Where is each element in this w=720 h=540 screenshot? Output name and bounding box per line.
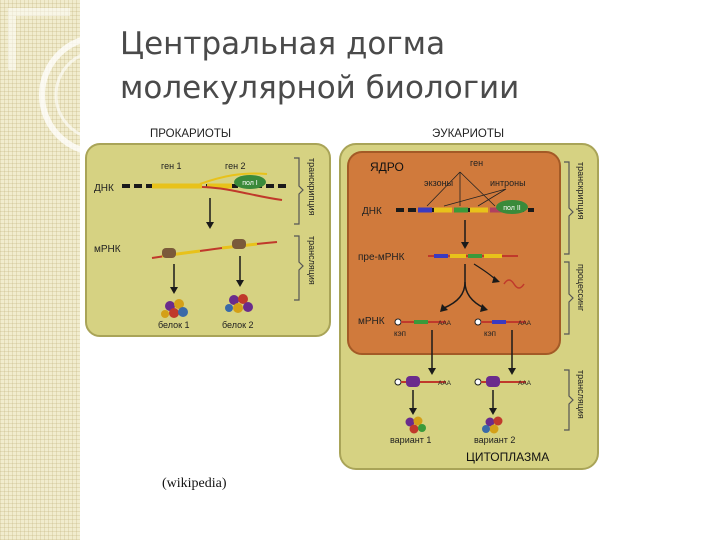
euk-ribosome-2-icon bbox=[486, 376, 500, 387]
euk-arrowhead-intron-removal bbox=[492, 276, 500, 283]
prok-translation-label: трансляция bbox=[307, 236, 317, 285]
euk-cytoplasm-label: ЦИТОПЛАЗМА bbox=[466, 450, 549, 464]
central-dogma-figure: ПРОКАРИОТЫ ген 1 ген 2 ДНК пол I мРНК бе… bbox=[85, 128, 599, 470]
prok-arrowhead-translate-1 bbox=[170, 287, 178, 294]
prok-polymerase-label: пол I bbox=[242, 180, 258, 187]
euk-protein-variant-1-icon bbox=[405, 416, 426, 434]
prok-dna-label: ДНК bbox=[94, 183, 114, 194]
prok-translation-brace bbox=[294, 235, 304, 301]
euk-ribosome-1-icon bbox=[406, 376, 420, 387]
prok-protein-2-icon bbox=[225, 294, 253, 313]
prok-protein-1-icon bbox=[161, 299, 188, 318]
euk-polymerase-label: пол II bbox=[503, 205, 521, 212]
prok-transcription-brace bbox=[294, 157, 304, 225]
euk-mrna-label: мРНК bbox=[358, 316, 385, 327]
eukaryotes-heading: ЭУКАРИОТЫ bbox=[432, 128, 504, 140]
euk-arrowhead-export-1 bbox=[428, 368, 436, 375]
euk-arrowhead-translate-1 bbox=[409, 408, 417, 415]
prok-transcription-label: транскрипция bbox=[307, 158, 317, 216]
euk-variant1-label: вариант 1 bbox=[390, 435, 431, 445]
euk-pointer-lines bbox=[426, 171, 507, 207]
euk-translation-label: трансляция bbox=[576, 370, 586, 419]
euk-mrna-1-polya: ААА bbox=[438, 320, 452, 327]
euk-gene-label: ген bbox=[470, 158, 483, 168]
euk-introns-label: интроны bbox=[490, 178, 526, 188]
euk-cap-2-icon bbox=[474, 318, 482, 326]
prok-protein2-label: белок 2 bbox=[222, 320, 254, 330]
slide-title-line-2: молекулярной биологии bbox=[120, 70, 520, 106]
euk-arrowhead-splice-left bbox=[440, 304, 448, 312]
prok-arrowhead-translate-2 bbox=[236, 280, 244, 287]
slide-title-line-1: Центральная догма bbox=[120, 26, 446, 62]
euk-polymerase-icon bbox=[496, 200, 528, 214]
euk-pre-mrna-label: пре-мРНК bbox=[358, 252, 405, 263]
euk-cap-2-label: кэп bbox=[484, 329, 496, 338]
euk-cap-1-label: кэп bbox=[394, 329, 406, 338]
prok-ribosome-2-icon bbox=[232, 239, 246, 249]
prokaryotes-heading: ПРОКАРИОТЫ bbox=[150, 128, 231, 140]
euk-arrow-splice-right bbox=[464, 281, 485, 309]
source-caption: (wikipedia) bbox=[162, 476, 227, 491]
euk-arrowhead-translate-2 bbox=[489, 408, 497, 415]
prok-protein1-label: белок 1 bbox=[158, 320, 190, 330]
euk-protein-variant-2-icon bbox=[482, 416, 503, 434]
euk-transcription-label: транскрипция bbox=[576, 162, 586, 220]
prok-ribosome-1-icon bbox=[162, 248, 176, 258]
euk-processing-brace bbox=[564, 261, 574, 335]
euk-cyto-mrna-2-polya: ААА bbox=[518, 380, 532, 387]
prok-polymerase-icon bbox=[234, 175, 266, 189]
euk-processing-label: процессинг bbox=[576, 264, 586, 312]
euk-cyto-cap-2-icon bbox=[474, 378, 482, 386]
prok-mrna-label: мРНК bbox=[94, 244, 121, 255]
euk-exons-label: экзоны bbox=[424, 178, 453, 188]
prok-arrowhead-transcribe bbox=[206, 222, 214, 229]
prok-gene1-label: ген 1 bbox=[161, 161, 182, 171]
euk-excised-intron-icon bbox=[503, 279, 525, 289]
euk-cap-1-icon bbox=[394, 318, 402, 326]
euk-arrowhead-export-2 bbox=[508, 368, 516, 375]
euk-nucleus-label: ЯДРО bbox=[370, 160, 404, 174]
euk-cyto-mrna-1-polya: ААА bbox=[438, 380, 452, 387]
euk-translation-brace bbox=[564, 369, 574, 431]
euk-mrna-2-polya: ААА bbox=[518, 320, 532, 327]
prok-dna-bubble bbox=[199, 172, 268, 185]
euk-dna-label: ДНК bbox=[362, 206, 382, 217]
prok-gene2-label: ген 2 bbox=[225, 161, 246, 171]
euk-cyto-cap-1-icon bbox=[394, 378, 402, 386]
prok-nascent-rna bbox=[201, 186, 283, 201]
euk-variant2-label: вариант 2 bbox=[474, 435, 515, 445]
prokaryote-cell bbox=[85, 143, 331, 337]
euk-arrowhead-transcribe bbox=[461, 242, 469, 249]
slide-title: Центральная догма молекулярной биологии bbox=[120, 22, 519, 110]
euk-arrowhead-splice-right bbox=[480, 304, 488, 312]
euk-transcription-brace bbox=[564, 161, 574, 255]
